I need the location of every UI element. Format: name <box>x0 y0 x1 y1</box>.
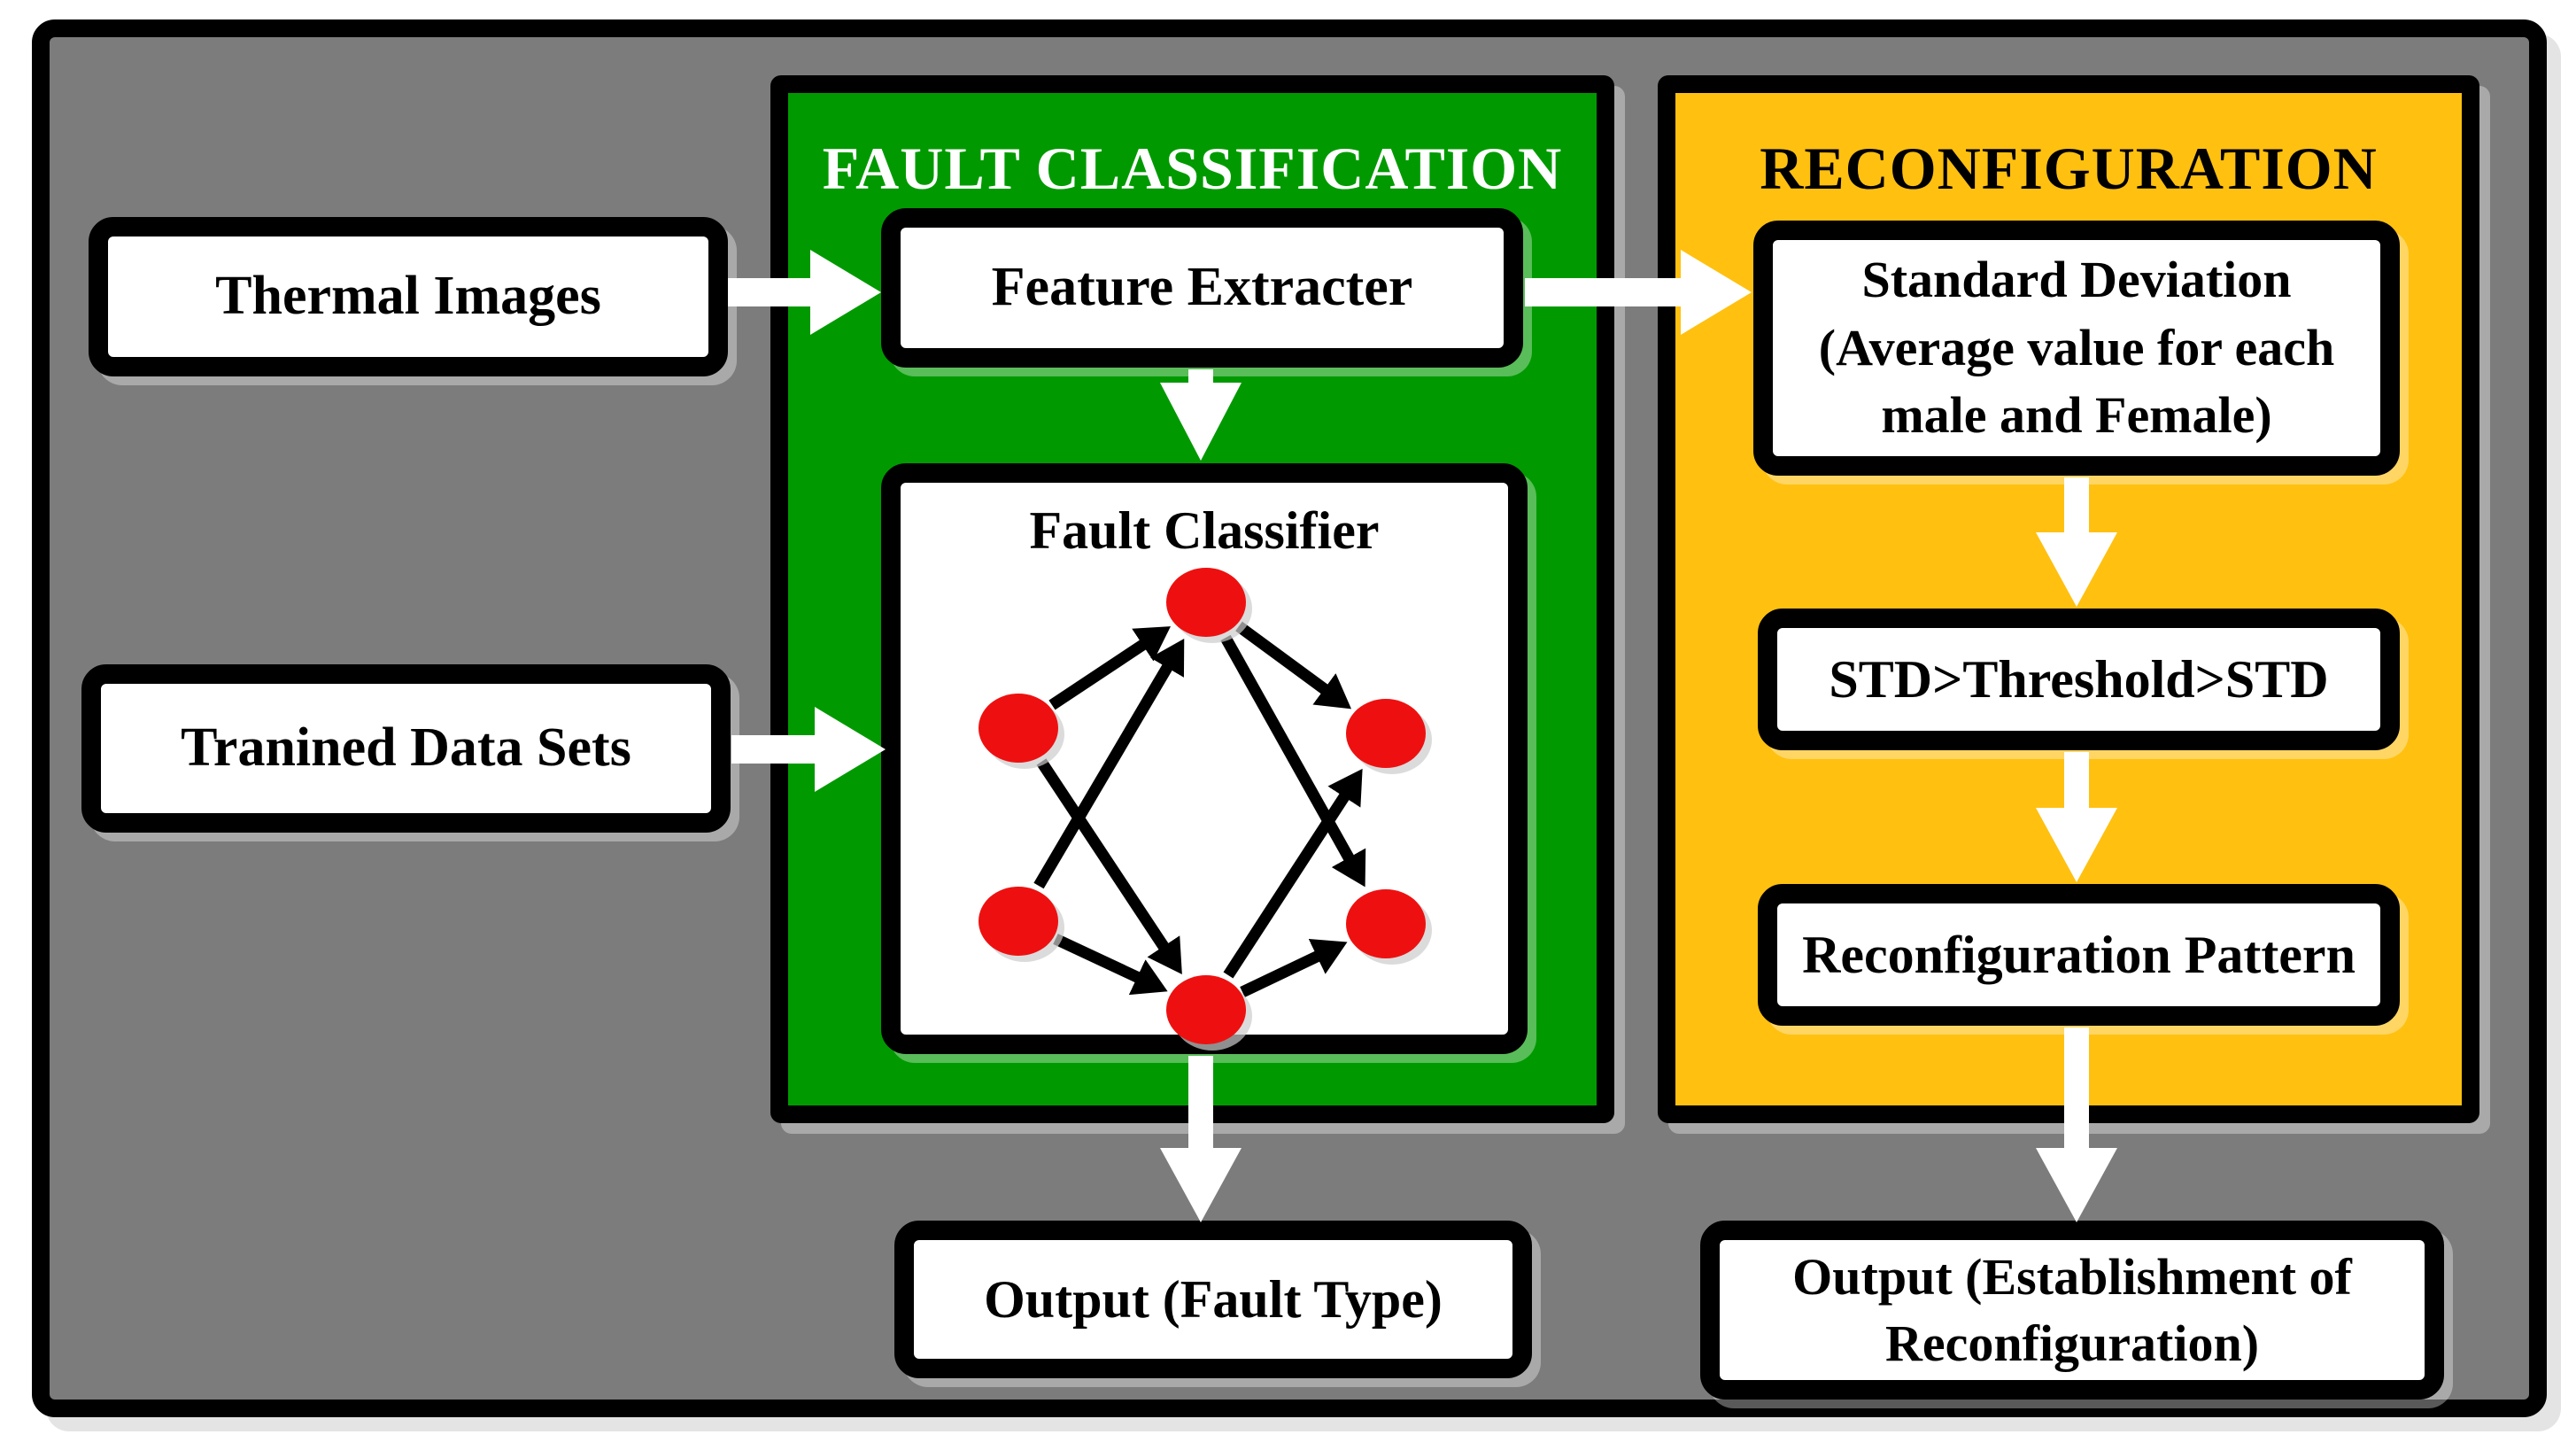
fault-classifier-box: Fault Classifier <box>881 463 1528 1054</box>
thermal-images-label: Thermal Images <box>215 266 601 327</box>
fault-classification-title: FAULT CLASSIFICATION <box>822 135 1563 202</box>
output-fault-type-box: Output (Fault Type) <box>894 1221 1532 1378</box>
reconfiguration-panel: RECONFIGURATION Standard Deviation (Aver… <box>1658 75 2479 1123</box>
fault-classifier-label: Fault Classifier <box>1029 501 1380 560</box>
trained-data-sets-label: Tranined Data Sets <box>181 717 631 779</box>
thermal-images-box: Thermal Images <box>89 217 728 376</box>
standard-deviation-label: Standard Deviation (Average value for ea… <box>1818 251 2335 445</box>
output-fault-type-label: Output (Fault Type) <box>984 1269 1443 1329</box>
fault-classification-panel: FAULT CLASSIFICATION Feature Extracter F… <box>770 75 1614 1123</box>
reconfiguration-pattern-label: Reconfiguration Pattern <box>1802 925 2356 984</box>
output-reconfiguration-box: Output (Establishment of Reconfiguration… <box>1700 1221 2444 1400</box>
standard-deviation-box: Standard Deviation (Average value for ea… <box>1753 221 2400 476</box>
std-threshold-box: STD>Threshold>STD <box>1758 609 2400 750</box>
reconfiguration-pattern-box: Reconfiguration Pattern <box>1758 884 2400 1026</box>
feature-extracter-label: Feature Extracter <box>991 257 1413 318</box>
output-reconfiguration-label: Output (Establishment of Reconfiguration… <box>1792 1247 2352 1372</box>
feature-extracter-box: Feature Extracter <box>881 208 1523 368</box>
trained-data-sets-box: Tranined Data Sets <box>81 664 731 833</box>
std-threshold-label: STD>Threshold>STD <box>1829 649 2329 709</box>
reconfiguration-title: RECONFIGURATION <box>1760 135 2378 202</box>
